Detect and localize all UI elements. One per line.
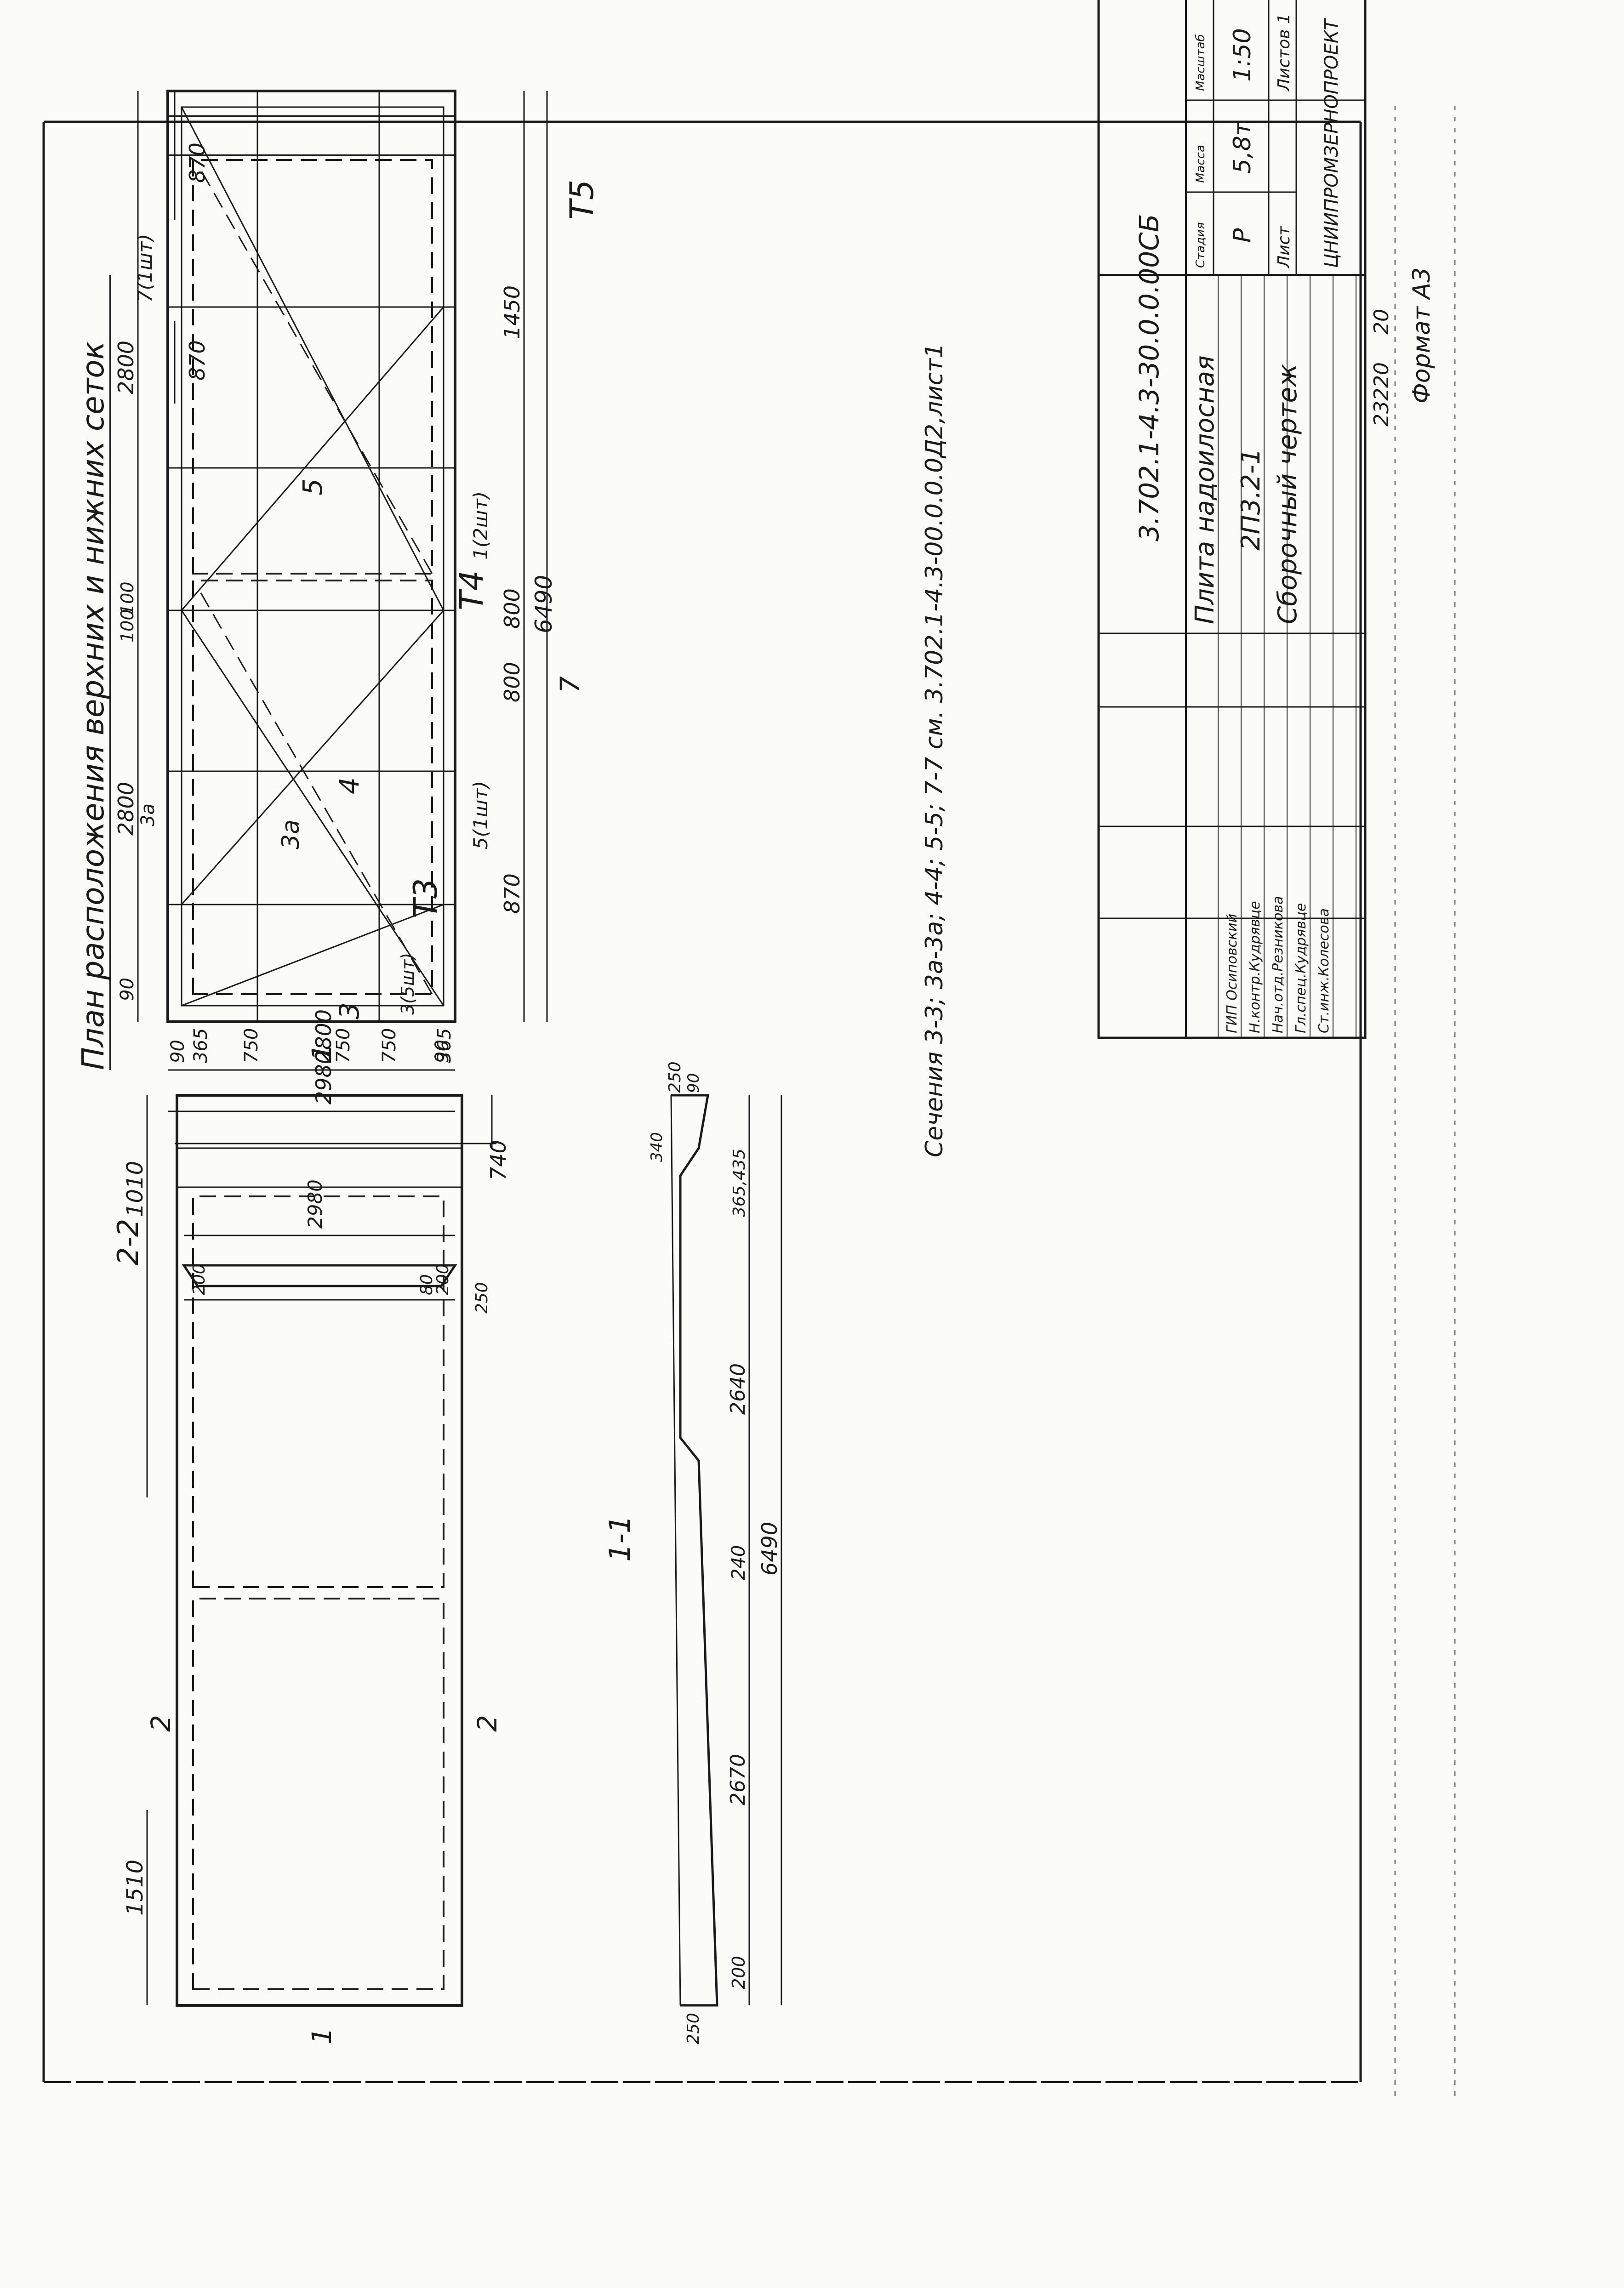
dim-750-b: 750 [333, 1028, 354, 1063]
cut-mark-7: 7 [554, 676, 586, 693]
scale-value: 1:50 [1229, 28, 1256, 82]
dim-90-w-right: 90 [432, 1040, 453, 1063]
s11-240: 240 [728, 1545, 749, 1580]
signer-3: Нач.отд.Резникова [1270, 896, 1286, 1033]
s11-2640: 2640 [726, 1363, 750, 1415]
dim-750-c: 750 [379, 1028, 400, 1063]
organization-name: ЦНИИПРОМЗЕРНОПРОЕКТ [1321, 17, 1342, 268]
plan-dims-top: 870 870 [174, 91, 210, 404]
plan-view [166, 90, 456, 1023]
plan-dims-upper: 90 2800 100 100 2800 3а [114, 91, 159, 1022]
dim-800-b: 800 [500, 588, 524, 629]
dim-800-a: 800 [500, 662, 524, 702]
col-scale: Масштаб [1194, 34, 1208, 91]
s22-slab: 80 [417, 1274, 436, 1295]
dim-870-right: 870 [185, 340, 210, 381]
cut-mark-2-left: 2 [145, 1715, 177, 1732]
dim-740: 740 [486, 1140, 511, 1180]
s11-right-h: 250 [666, 1061, 684, 1093]
note-7-1pc: 7(1шт) [134, 234, 156, 302]
section-1-1-title: 1-1 [603, 1515, 637, 1562]
s11-2670: 2670 [726, 1754, 750, 1805]
dim-870-left: 870 [185, 142, 210, 183]
dim-3a-upper: 3а [137, 803, 159, 826]
plan-title: План расположения верхних и нижних сеток [75, 341, 111, 1070]
s22-overall: 2980 [304, 1179, 326, 1229]
col-mass: Масса [1194, 145, 1208, 183]
signer-4: Гл.спец.Кудрявце [1293, 903, 1309, 1033]
s22-left: 200 [190, 1264, 209, 1295]
dim-365-b: 365 [434, 1028, 455, 1063]
section-2-2-title: 2-2 [111, 1219, 145, 1265]
section-2-2 [182, 1235, 457, 1301]
dim-90-w-left: 90 [167, 1040, 188, 1063]
cut-mark-4: 4 [334, 777, 365, 794]
s11-left-h: 250 [684, 2013, 703, 2044]
dim-6490-plan: 6490 [530, 575, 557, 633]
dim-90: 90 [117, 978, 138, 1001]
sheet-frame [42, 106, 1456, 2096]
dim-1450: 1450 [500, 285, 524, 339]
cut-mark-5: 5 [297, 478, 328, 495]
mark-t4: Т4 [453, 570, 490, 610]
cut-mark-3a: 3а [277, 820, 305, 849]
signer-1: ГИП Осиповский [1224, 914, 1240, 1033]
s11-200: 200 [729, 1956, 749, 1989]
archive-sheet: 20 [1370, 309, 1393, 335]
sections-note: Сечения 3-3; 3а-3а; 4-4; 5-5; 7-7 см. 3.… [921, 343, 948, 1157]
view-1-top-dims: 365 750 750 750 365 [190, 1028, 455, 1063]
s22-thickness: 250 [473, 1282, 491, 1314]
col-stage: Стадия [1194, 222, 1208, 268]
s11-overall: 6490 [757, 1522, 782, 1576]
doc-code: 3.702.1-4.3-30.0.0.00СБ [1134, 214, 1165, 541]
dim-2800-a: 2800 [114, 782, 138, 836]
dim-100-a: 100 [117, 609, 137, 643]
stage-value: Р [1229, 228, 1256, 243]
title-block [1097, 0, 1367, 1039]
signer-5: Ст.инж.Колесова [1316, 908, 1332, 1033]
plan-dims-bottom: 870 800 800 1450 6490 [500, 91, 557, 1022]
sheets-label: Листов 1 [1275, 13, 1294, 92]
dim-2800-b: 2800 [114, 341, 138, 394]
s11-365-435: 365,435 [730, 1149, 749, 1217]
product-name-3: Сборочный чертеж [1273, 364, 1303, 624]
cut-mark-2-right: 2 [472, 1715, 503, 1732]
dim-870-bottom: 870 [500, 873, 524, 914]
cut-mark-1-top: 1 [306, 1044, 337, 1061]
view-1-slab [146, 1094, 496, 2007]
note-3-5pc: 3(5шт) [398, 953, 418, 1015]
dim-2800-w: 2800 [311, 1009, 336, 1063]
cut-mark-1-bottom: 1 [306, 2027, 337, 2044]
sheet-label: Лист [1275, 226, 1294, 269]
mass-value: 5,8т [1229, 121, 1256, 174]
dim-100-b: 100 [117, 581, 137, 615]
archive-number: 23220 [1370, 362, 1393, 427]
dim-1510: 1510 [122, 1860, 148, 1916]
dim-1010: 1010 [122, 1161, 148, 1217]
format-label: Формат А3 [1408, 268, 1436, 404]
note-5-1pc: 5(1шт) [469, 781, 492, 849]
rotated-drawing: План расположения верхних и нижних сеток [75, 0, 1436, 2044]
section-1-1 [670, 1094, 782, 2007]
product-name-1: Плита надоилосная [1190, 355, 1220, 624]
note-1-2pc: 1(2шт) [469, 491, 492, 560]
s22-right: 200 [433, 1264, 452, 1295]
dim-750-a: 750 [241, 1028, 262, 1063]
dim-365-a: 365 [190, 1028, 211, 1063]
product-name-2: 2П3.2-1 [1236, 448, 1266, 551]
cut-mark-3: 3 [334, 1002, 365, 1019]
signer-2: Н.контр.Кудрявце [1247, 901, 1263, 1033]
s11-top-a: 90 [684, 1073, 703, 1093]
s11-top-b: 340 [648, 1132, 666, 1162]
mark-t5: Т5 [563, 180, 601, 220]
mark-t3: Т3 [407, 878, 444, 918]
